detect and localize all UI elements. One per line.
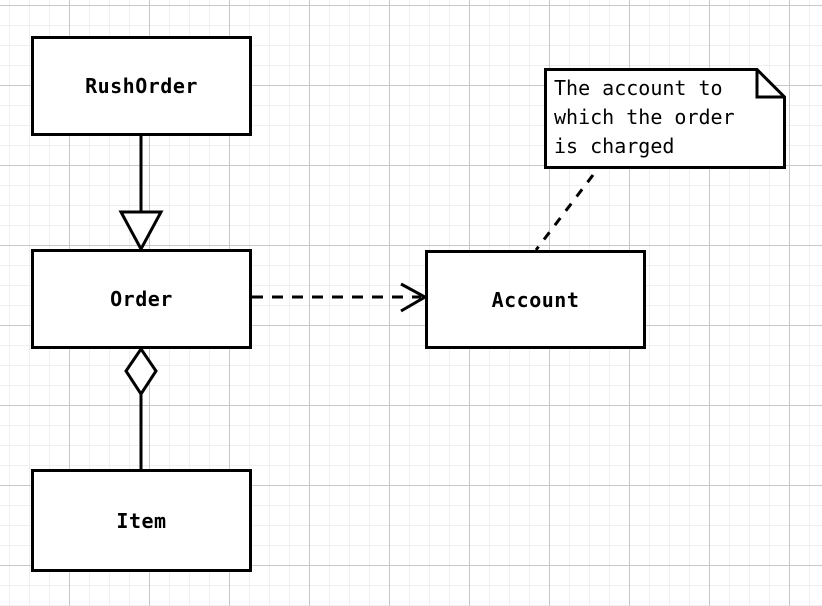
- class-box-rushorder[interactable]: RushOrder: [31, 36, 252, 136]
- class-name-item: Item: [116, 508, 167, 533]
- class-name-account: Account: [491, 287, 580, 312]
- class-box-order[interactable]: Order: [31, 249, 252, 349]
- class-name-rushorder: RushOrder: [85, 74, 198, 98]
- note-fold-icon: [755, 69, 785, 99]
- note-anchor-connector[interactable]: [534, 174, 595, 251]
- note-text: The account to which the order is charge…: [554, 76, 735, 158]
- note-shape-icon: [544, 68, 786, 169]
- class-name-order: Order: [110, 287, 173, 311]
- note-anchor-dashed-line: [534, 174, 595, 251]
- hollow-diamond-icon: [124, 346, 158, 397]
- class-box-item[interactable]: Item: [31, 469, 252, 572]
- class-box-account[interactable]: Account: [425, 250, 646, 349]
- note-comment[interactable]: The account to which the order is charge…: [544, 68, 786, 169]
- note-outline: [544, 68, 786, 169]
- dependency-connector-order-account[interactable]: [252, 282, 429, 313]
- hollow-triangle-icon: [118, 210, 164, 253]
- aggregation-connector-order-item[interactable]: [124, 346, 158, 469]
- generalization-connector-rushorder-order[interactable]: [118, 136, 164, 253]
